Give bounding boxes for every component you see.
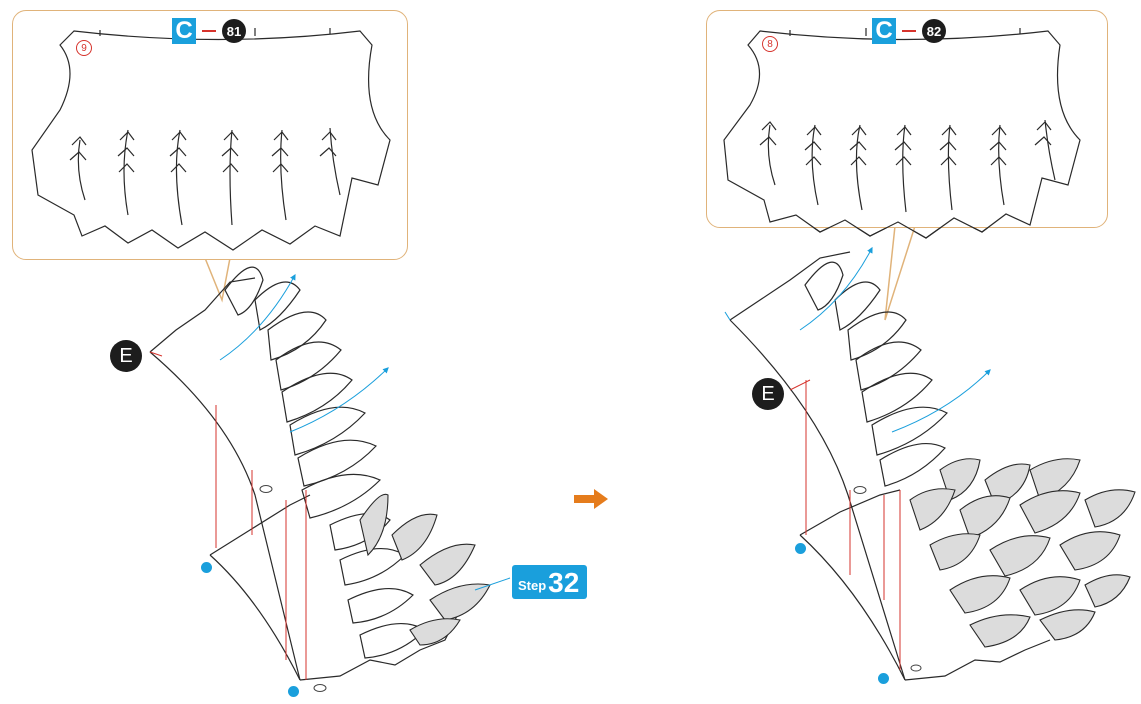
part-letter: C bbox=[172, 17, 196, 44]
part-number: 82 bbox=[922, 19, 946, 43]
edge-number-left: 9 bbox=[76, 40, 92, 56]
next-arrow-icon bbox=[574, 489, 608, 509]
right-red-guides bbox=[789, 379, 901, 670]
left-wing-shaded-feathers bbox=[359, 493, 491, 646]
tag-connector bbox=[902, 30, 916, 32]
edge-number-right: 8 bbox=[762, 36, 778, 52]
blue-dot-icon bbox=[201, 562, 212, 573]
right-tab-slots bbox=[853, 486, 922, 672]
tag-connector bbox=[202, 30, 216, 32]
step-number: 32 bbox=[548, 567, 580, 598]
part-tag-right: C 82 bbox=[872, 17, 946, 44]
left-red-guides bbox=[149, 351, 307, 680]
part-number: 81 bbox=[222, 19, 246, 43]
step-badge: Step 32 bbox=[512, 565, 588, 599]
left-fold-arrows bbox=[219, 273, 511, 591]
blue-dot-icon bbox=[795, 543, 806, 554]
joint-badge-right: E bbox=[752, 378, 784, 410]
part-tag-left: C 81 bbox=[172, 17, 246, 44]
right-fold-arrows bbox=[724, 246, 991, 433]
callout-left bbox=[12, 10, 408, 260]
left-tab-slots bbox=[259, 485, 327, 692]
right-wing-assembly bbox=[729, 251, 1051, 681]
blue-dot-icon bbox=[878, 673, 889, 684]
part-letter: C bbox=[872, 17, 896, 44]
step-label: Step bbox=[518, 578, 547, 593]
callout-pointer-right bbox=[884, 225, 916, 321]
blue-dot-icon bbox=[288, 686, 299, 697]
joint-badge-left: E bbox=[110, 340, 142, 372]
right-wing-shaded-feathers bbox=[909, 458, 1136, 648]
left-wing-assembly bbox=[149, 266, 461, 681]
